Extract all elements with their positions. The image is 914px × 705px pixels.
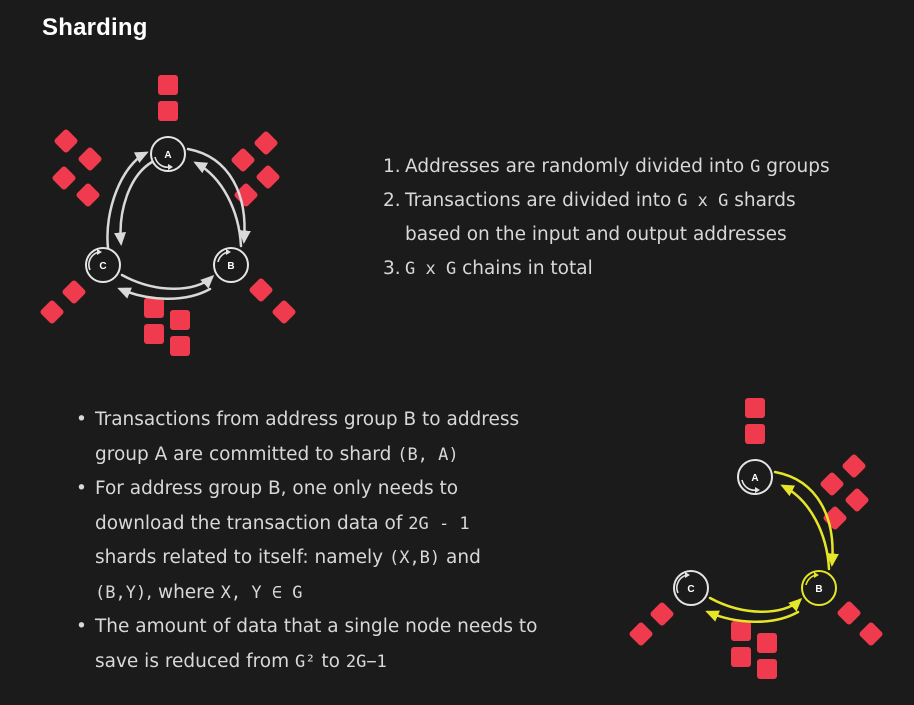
shard-block <box>170 310 190 330</box>
shard-block <box>757 659 777 679</box>
node-a: A <box>150 136 186 172</box>
node-b: B <box>801 570 837 606</box>
arrow-b-to-a <box>780 484 831 571</box>
bullet-icon: • <box>76 409 87 430</box>
arrow-b-to-a <box>193 161 243 248</box>
shard-block <box>231 148 255 172</box>
list-item: 2.Transactions are divided into G x G sh… <box>383 190 796 211</box>
node-label-b: B <box>815 584 822 595</box>
arrow-c-to-b <box>708 596 803 613</box>
node-b: B <box>213 247 249 283</box>
shard-block <box>158 101 178 121</box>
shard-block <box>757 633 777 653</box>
page-title: Sharding <box>42 14 148 41</box>
node-c: C <box>85 247 121 283</box>
shard-block <box>629 622 653 646</box>
shard-block <box>78 147 102 171</box>
shard-block <box>144 324 164 344</box>
shard-block <box>40 300 64 324</box>
arrow-a-to-b <box>186 147 251 244</box>
arrow-a-to-b <box>773 470 839 567</box>
shard-block <box>650 602 674 626</box>
arrow-c-to-b <box>120 273 215 290</box>
node-label-c: C <box>99 261 106 272</box>
shard-block <box>837 601 861 625</box>
list-item: 1.Addresses are randomly divided into G … <box>383 156 830 177</box>
node-label-b: B <box>227 261 234 272</box>
shard-block <box>249 278 273 302</box>
shard-block <box>76 183 100 207</box>
shard-block <box>731 647 751 667</box>
shard-block <box>820 472 844 496</box>
shard-block <box>170 336 190 356</box>
bullet-item-storage: • The amount of data that a single node … <box>76 610 596 679</box>
shard-block <box>144 298 164 318</box>
shard-block <box>745 424 765 444</box>
arrow-c-to-a <box>106 151 149 250</box>
bullet-item-download: • For address group B, one only needs to… <box>76 472 596 610</box>
sharding-diagram-group-b-highlight: A B C <box>629 398 883 679</box>
shard-block <box>54 129 78 153</box>
arrow-b-to-c <box>117 287 212 300</box>
shard-block <box>745 398 765 418</box>
shard-block <box>52 166 76 190</box>
shard-details-list: • Transactions from address group B to a… <box>76 403 596 679</box>
shard-block <box>272 300 296 324</box>
node-label-c: C <box>687 584 694 595</box>
shard-block <box>158 75 178 95</box>
shard-block <box>731 621 751 641</box>
arrow-a-to-c <box>114 160 154 246</box>
arrow-b-to-c <box>705 610 800 623</box>
shard-block <box>842 454 866 478</box>
node-a: A <box>737 459 773 495</box>
list-item: 3.G x G chains in total <box>383 258 593 279</box>
bullet-icon: • <box>76 478 87 499</box>
shard-block <box>859 622 883 646</box>
list-item-continuation: based on the input and output addresses <box>405 224 787 245</box>
sharding-steps-list: 1.Addresses are randomly divided into G … <box>383 150 830 286</box>
shard-block <box>254 131 278 155</box>
shard-block <box>823 506 847 530</box>
shard-block <box>845 488 869 512</box>
node-label-a: A <box>164 150 171 161</box>
sharding-diagram-all-arrows: A B C <box>40 75 296 356</box>
node-c: C <box>673 570 709 606</box>
shard-block <box>62 280 86 304</box>
node-label-a: A <box>751 473 758 484</box>
bullet-item-commit: • Transactions from address group B to a… <box>76 403 596 472</box>
bullet-icon: • <box>76 616 87 637</box>
shard-block <box>256 165 280 189</box>
